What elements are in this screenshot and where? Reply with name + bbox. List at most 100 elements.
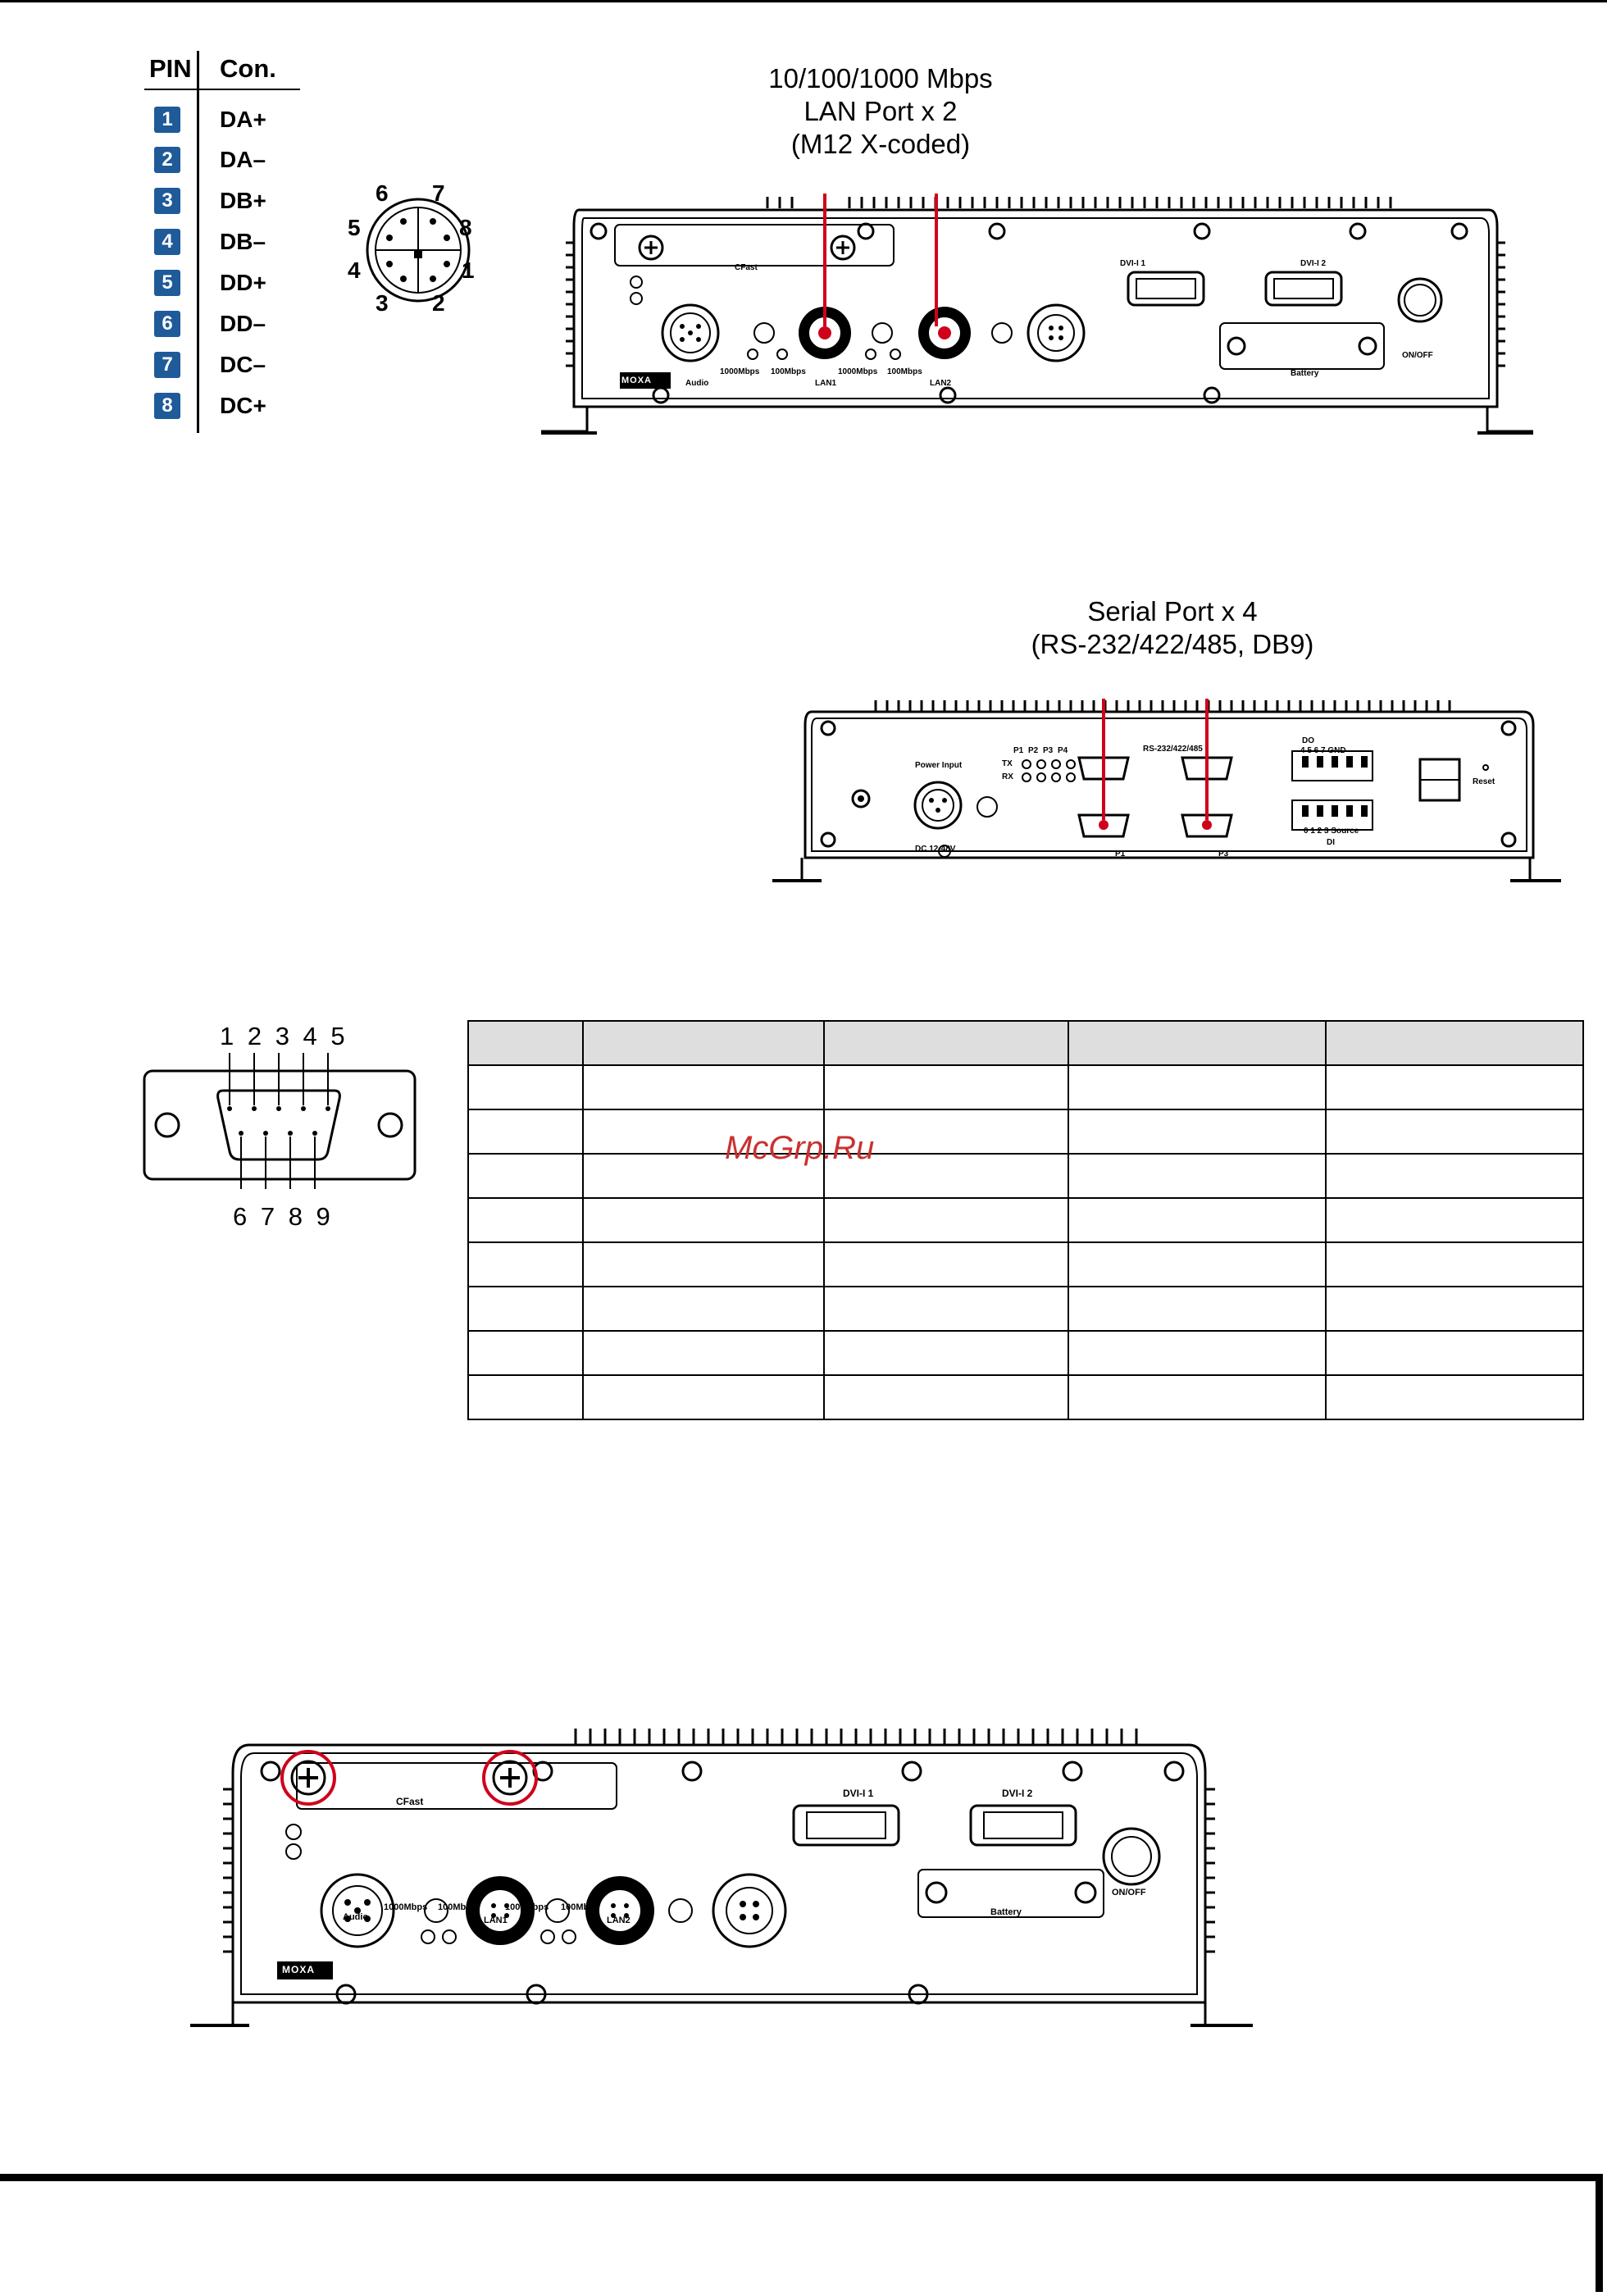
table-row	[467, 1109, 1584, 1155]
lan-callout: 10/100/1000 Mbps LAN Port x 2 (M12 X-cod…	[717, 62, 1045, 161]
m12-pin-label: 1	[462, 257, 475, 283]
speed-label: 100Mbps	[438, 1902, 477, 1912]
p1-label: P1	[1115, 850, 1126, 859]
front-panel-device-top	[538, 194, 1536, 440]
table-cell	[1325, 1064, 1584, 1110]
table-cell	[1325, 1197, 1584, 1243]
table-cell	[467, 1153, 584, 1199]
serial-pin-table	[467, 1020, 1584, 1420]
pin-con: DD–	[220, 311, 266, 336]
con-header: Con.	[220, 54, 276, 83]
pin-con: DA+	[220, 107, 266, 132]
table-cell	[823, 1286, 1069, 1332]
table-cell	[1325, 1109, 1584, 1155]
serial-callout: Serial Port x 4 (RS-232/422/485, DB9)	[1008, 595, 1336, 661]
m12-pin-label: 4	[348, 257, 361, 283]
speed-label: 100Mbps	[887, 367, 922, 376]
table-row	[467, 1241, 1584, 1287]
pin-con: DD+	[220, 270, 266, 295]
tx-label: TX	[1002, 759, 1013, 768]
table-cell	[467, 1241, 584, 1287]
lan1-label: LAN1	[484, 1916, 508, 1925]
p3-label: P3	[1218, 850, 1229, 859]
lan1-label: LAN1	[815, 379, 837, 388]
table-cell	[1068, 1241, 1327, 1287]
speed-label: 100Mbps	[561, 1902, 600, 1912]
pin-badge: 4	[154, 229, 180, 255]
pin-badge: 8	[154, 393, 180, 419]
speed-label: 1000Mbps	[384, 1902, 428, 1912]
speed-label: 100Mbps	[771, 367, 806, 376]
table-cell	[1325, 1330, 1584, 1376]
table-cell	[467, 1374, 584, 1420]
table-cell	[823, 1109, 1069, 1155]
m12-pin-label: 2	[432, 290, 445, 316]
pin-header: PIN	[149, 54, 192, 83]
onoff-label: ON/OFF	[1112, 1888, 1146, 1897]
table-cell	[1325, 1153, 1584, 1199]
pin-row-6: 6 DD–	[154, 308, 266, 340]
pin-badge: 2	[154, 147, 180, 173]
pin-badge: 5	[154, 270, 180, 296]
audio-label: Audio	[343, 1912, 369, 1922]
m12-pin-label: 8	[459, 215, 472, 240]
pin-row-4: 4 DB–	[154, 226, 266, 258]
table-cell	[467, 1109, 584, 1155]
pin-badge: 3	[154, 188, 180, 214]
serial-callout-line2: (RS-232/422/485, DB9)	[1031, 629, 1314, 659]
table-cell	[467, 1330, 584, 1376]
dvi1-label: DVI-I 1	[843, 1788, 874, 1799]
table-cell	[1325, 1020, 1584, 1066]
table-row	[467, 1064, 1584, 1110]
table-cell	[1068, 1330, 1327, 1376]
battery-label: Battery	[990, 1907, 1022, 1917]
db9-top-numbers: 1 2 3 4 5	[220, 1022, 348, 1050]
dvi2-label: DVI-I 2	[1002, 1788, 1033, 1799]
table-cell	[582, 1374, 825, 1420]
table-cell	[823, 1374, 1069, 1420]
table-cell	[582, 1109, 825, 1155]
table-cell	[467, 1020, 584, 1066]
pin-con: DC+	[220, 393, 266, 418]
table-row	[467, 1197, 1584, 1243]
table-cell	[467, 1197, 584, 1243]
power-input-label: Power Input	[915, 761, 963, 770]
rs-label: RS-232/422/485	[1143, 745, 1203, 754]
lan-callout-line2: LAN Port x 2	[804, 96, 958, 126]
table-cell	[1325, 1241, 1584, 1287]
table-cell	[1068, 1197, 1327, 1243]
table-cell	[1325, 1286, 1584, 1332]
table-cell	[582, 1064, 825, 1110]
table-cell	[823, 1153, 1069, 1199]
speed-label: 1000Mbps	[505, 1902, 549, 1912]
table-cell	[1068, 1064, 1327, 1110]
m12-pin-label: 3	[376, 290, 389, 316]
do-label: DO	[1302, 736, 1314, 745]
pin-con: DC–	[220, 352, 266, 377]
rx-label: RX	[1002, 772, 1013, 781]
speed-label: 1000Mbps	[838, 367, 878, 376]
led-p4: P4	[1058, 746, 1068, 755]
table-cell	[1068, 1153, 1327, 1199]
led-p1: P1	[1013, 746, 1024, 755]
dvi2-label: DVI-I 2	[1300, 259, 1327, 268]
table-cell	[467, 1286, 584, 1332]
speed-label: 1000Mbps	[720, 367, 760, 376]
table-cell	[1068, 1374, 1327, 1420]
led-p2: P2	[1028, 746, 1039, 755]
do-numbers: 4 5 6 7 GND	[1300, 746, 1346, 755]
pin-con: DB+	[220, 188, 266, 213]
lan2-label: LAN2	[607, 1916, 631, 1925]
table-cell	[467, 1064, 584, 1110]
pin-row-8: 8 DC+	[154, 390, 266, 422]
table-cell	[823, 1020, 1069, 1066]
pin-badge: 6	[154, 311, 180, 337]
table-cell	[582, 1241, 825, 1287]
table-cell	[823, 1330, 1069, 1376]
m12-connector-diagram	[366, 198, 471, 303]
audio-label: Audio	[685, 379, 709, 388]
pin-header-rule	[144, 89, 300, 90]
dc-label: DC 12-48V	[915, 845, 956, 854]
pin-con: DB–	[220, 229, 266, 254]
